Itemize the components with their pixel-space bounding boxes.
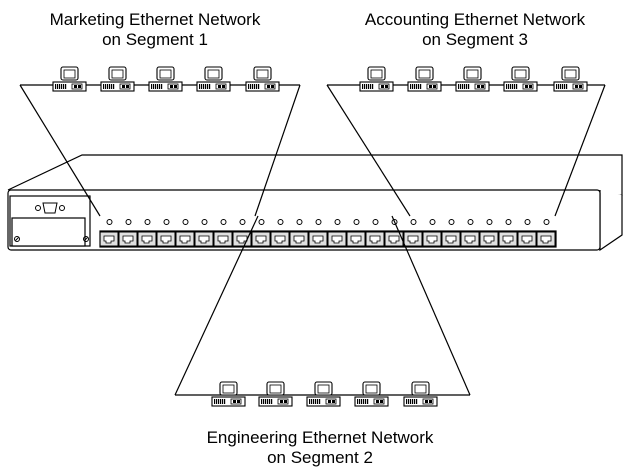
port-led	[448, 219, 455, 225]
engineering-network-label: Engineering Ethernet Network on Segment …	[185, 428, 455, 468]
port-led	[182, 219, 189, 225]
rj45-port-icon	[270, 231, 290, 247]
computer-icon	[245, 66, 280, 92]
marketing-segment-label: on Segment 1	[102, 30, 208, 49]
port-led	[353, 219, 360, 225]
computer-icon	[455, 66, 490, 92]
computer-icon	[354, 381, 389, 407]
rj45-port-icon	[118, 231, 138, 247]
marketing-network-title: Marketing Ethernet Network	[49, 10, 261, 29]
rj45-port-icon	[479, 231, 499, 247]
computer-icon	[503, 66, 538, 92]
computer-icon	[196, 66, 231, 92]
rj45-port-icon	[536, 231, 556, 247]
port-led	[524, 219, 531, 225]
rj45-port-icon	[156, 231, 176, 247]
port-led	[201, 219, 208, 225]
port-led	[163, 219, 170, 225]
port-led	[315, 219, 322, 225]
accounting-network-label: Accounting Ethernet Network on Segment 3	[350, 10, 600, 50]
rj45-port-icon	[422, 231, 442, 247]
port-led	[296, 219, 303, 225]
rj45-port-icon	[327, 231, 347, 247]
rj45-port-icon	[137, 231, 157, 247]
port-led	[277, 219, 284, 225]
rj45-port-icon	[308, 231, 328, 247]
rj45-port-icon	[232, 231, 252, 247]
computer-icon	[306, 381, 341, 407]
rj45-port-icon	[460, 231, 480, 247]
hub-right-face	[599, 190, 623, 252]
serial-port-icon	[35, 202, 65, 214]
port-led	[429, 219, 436, 225]
rj45-port-icon	[289, 231, 309, 247]
rj45-port-icon	[99, 231, 119, 247]
computer-icon	[100, 66, 135, 92]
screw-icon	[14, 236, 89, 242]
port-led	[106, 219, 113, 225]
port-led	[505, 219, 512, 225]
computer-icon	[211, 381, 246, 407]
port-led	[467, 219, 474, 225]
marketing-network-label: Marketing Ethernet Network on Segment 1	[30, 10, 280, 50]
port-led	[334, 219, 341, 225]
accounting-segment-label: on Segment 3	[422, 30, 528, 49]
engineering-network-title: Engineering Ethernet Network	[206, 428, 434, 447]
computer-icon	[148, 66, 183, 92]
computer-icon	[407, 66, 442, 92]
workstation-groups	[52, 66, 588, 407]
rj45-port-icon	[403, 231, 423, 247]
computer-icon	[553, 66, 588, 92]
computer-icon	[52, 66, 87, 92]
rj45-port-icon	[517, 231, 537, 247]
hub-top-face	[7, 154, 623, 196]
rj45-port-icon	[175, 231, 195, 247]
rj45-port-icon	[251, 231, 271, 247]
rj45-port-icon	[365, 231, 385, 247]
engineering-segment-line	[391, 215, 471, 396]
engineering-segment-line	[174, 215, 259, 396]
port-led	[486, 219, 493, 225]
computer-icon	[403, 381, 438, 407]
rj45-port-icon	[441, 231, 461, 247]
port-led	[239, 219, 246, 225]
rj45-port-icon	[213, 231, 233, 247]
computer-icon	[359, 66, 394, 92]
computer-icon	[258, 381, 293, 407]
port-led	[220, 219, 227, 225]
accounting-segment-line	[326, 84, 411, 217]
hub-module-slot	[11, 217, 86, 247]
port-led	[144, 219, 151, 225]
hub-port-bank	[99, 219, 557, 248]
engineering-segment-label: on Segment 2	[267, 448, 373, 467]
port-led	[543, 219, 550, 225]
rj45-port-icon	[194, 231, 214, 247]
rj45-port-icon	[384, 231, 404, 247]
accounting-segment-line	[554, 84, 606, 217]
port-led	[258, 219, 265, 225]
rj45-port-icon	[498, 231, 518, 247]
marketing-segment-line	[19, 84, 101, 217]
port-led	[410, 219, 417, 225]
port-led	[125, 219, 132, 225]
port-led	[372, 219, 379, 225]
marketing-segment-line	[254, 84, 301, 217]
rj45-port-icon	[346, 231, 366, 247]
port-bank-frame	[99, 230, 557, 248]
accounting-network-title: Accounting Ethernet Network	[364, 10, 586, 29]
